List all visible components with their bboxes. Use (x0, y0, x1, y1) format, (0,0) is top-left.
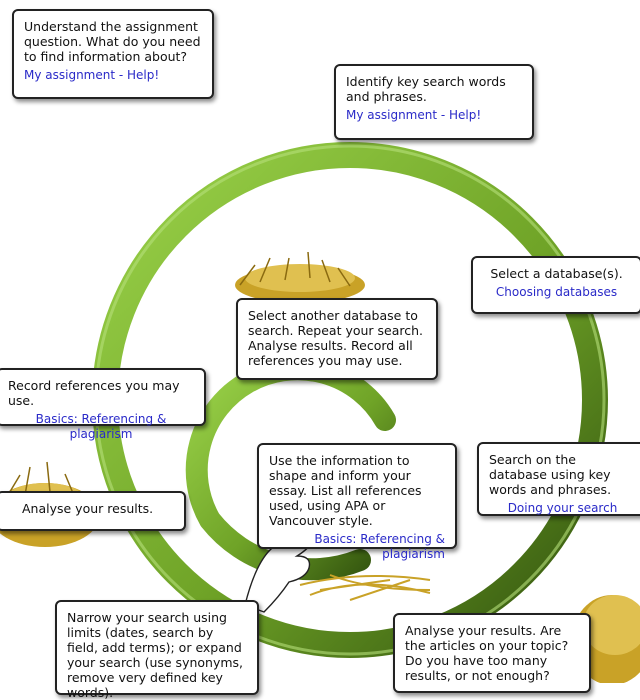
doing-your-search-link[interactable]: Doing your search (507, 501, 618, 515)
step-text: Understand the assignment question. What… (24, 19, 201, 64)
choosing-databases-link[interactable]: Choosing databases (495, 285, 618, 299)
step-select-another-database: Select another database to search. Repea… (236, 298, 438, 380)
step-select-database: Select a database(s). Choosing databases (471, 256, 640, 314)
step-text: Analyse your results. (22, 501, 154, 516)
step-analyse-results-detailed: Analyse your results. Are the articles o… (393, 613, 591, 693)
step-text: Analyse your results. Are the articles o… (405, 623, 569, 683)
step-identify-keywords: Identify key search words and phrases. M… (334, 64, 534, 140)
step-record-references: Record references you may use. Basics: R… (0, 368, 206, 441)
my-assignment-help-link[interactable]: My assignment - Help! (346, 108, 482, 122)
step-understand-question: Understand the assignment question. What… (12, 9, 214, 99)
step-analyse-results: Analyse your results. (0, 491, 186, 531)
referencing-plagiarism-link[interactable]: Basics: Referencing & plagiarism (35, 412, 167, 441)
step-search-database: Search on the database using key words a… (477, 442, 640, 516)
hay-straws (299, 574, 431, 601)
step-text: Select another database to search. Repea… (248, 308, 424, 368)
step-text: Identify key search words and phrases. (346, 74, 506, 104)
my-assignment-help-link[interactable]: My assignment - Help! (24, 68, 160, 82)
hay-pile-top (235, 251, 365, 303)
step-narrow-or-expand: Narrow your search using limits (dates, … (55, 600, 259, 700)
step-text: Search on the database using key words a… (489, 452, 612, 497)
step-text: Narrow your search using limits (dates, … (67, 610, 244, 700)
referencing-plagiarism-link[interactable]: Basics: Referencing & plagiarism (314, 532, 445, 561)
step-text: Record references you may use. (8, 378, 180, 408)
step-text: Select a database(s). (490, 266, 623, 281)
step-use-information: Use the information to shape and inform … (257, 443, 457, 561)
step-text: Use the information to shape and inform … (269, 453, 422, 528)
